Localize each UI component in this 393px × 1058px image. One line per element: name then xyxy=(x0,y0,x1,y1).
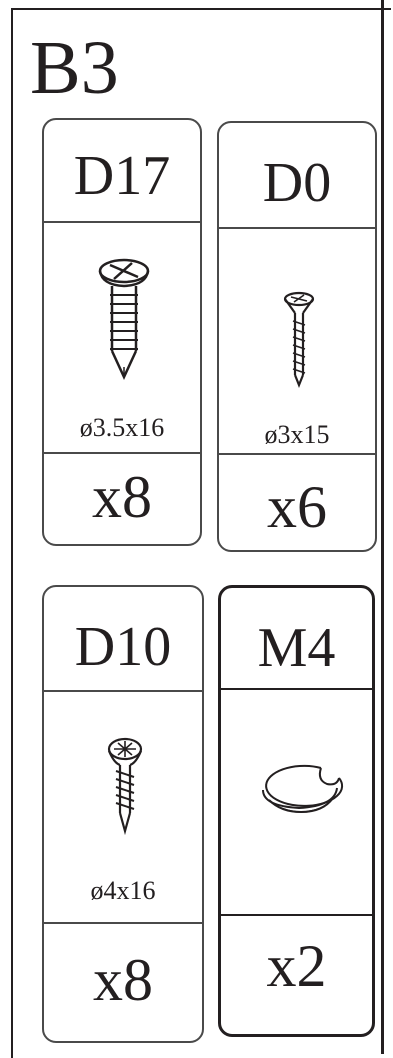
divider xyxy=(44,922,202,924)
part-code: D10 xyxy=(44,617,202,677)
divider xyxy=(44,452,200,454)
pozi-head-wood-screw-icon xyxy=(44,737,204,837)
divider xyxy=(221,688,372,690)
part-code: D17 xyxy=(44,146,200,206)
flat-head-wood-screw-icon xyxy=(219,289,377,399)
part-size: ø4x16 xyxy=(44,877,202,905)
part-card-m4: M4 x2 xyxy=(218,585,375,1037)
part-code: M4 xyxy=(221,618,372,678)
part-quantity: x8 xyxy=(44,949,202,1011)
part-size: ø3x15 xyxy=(219,421,375,449)
cable-grommet-cap-icon xyxy=(221,748,375,838)
part-quantity: x6 xyxy=(219,476,375,538)
divider xyxy=(44,221,200,223)
group-label: B3 xyxy=(30,30,119,106)
part-quantity: x8 xyxy=(44,466,200,528)
part-size: ø3.5x16 xyxy=(44,414,200,442)
page-edge-rule xyxy=(381,0,384,1054)
part-card-d0: D0 ø3x15 x6 xyxy=(217,121,377,552)
divider xyxy=(221,914,372,916)
part-card-d10: D10 ø4x16 x8 xyxy=(42,585,204,1043)
part-card-d17: D17 ø3.5x16 x8 xyxy=(42,118,202,546)
divider xyxy=(44,690,202,692)
divider xyxy=(219,453,375,455)
pan-head-screw-icon xyxy=(44,255,202,385)
part-code: D0 xyxy=(219,153,375,213)
part-quantity: x2 xyxy=(221,935,372,997)
divider xyxy=(219,227,375,229)
